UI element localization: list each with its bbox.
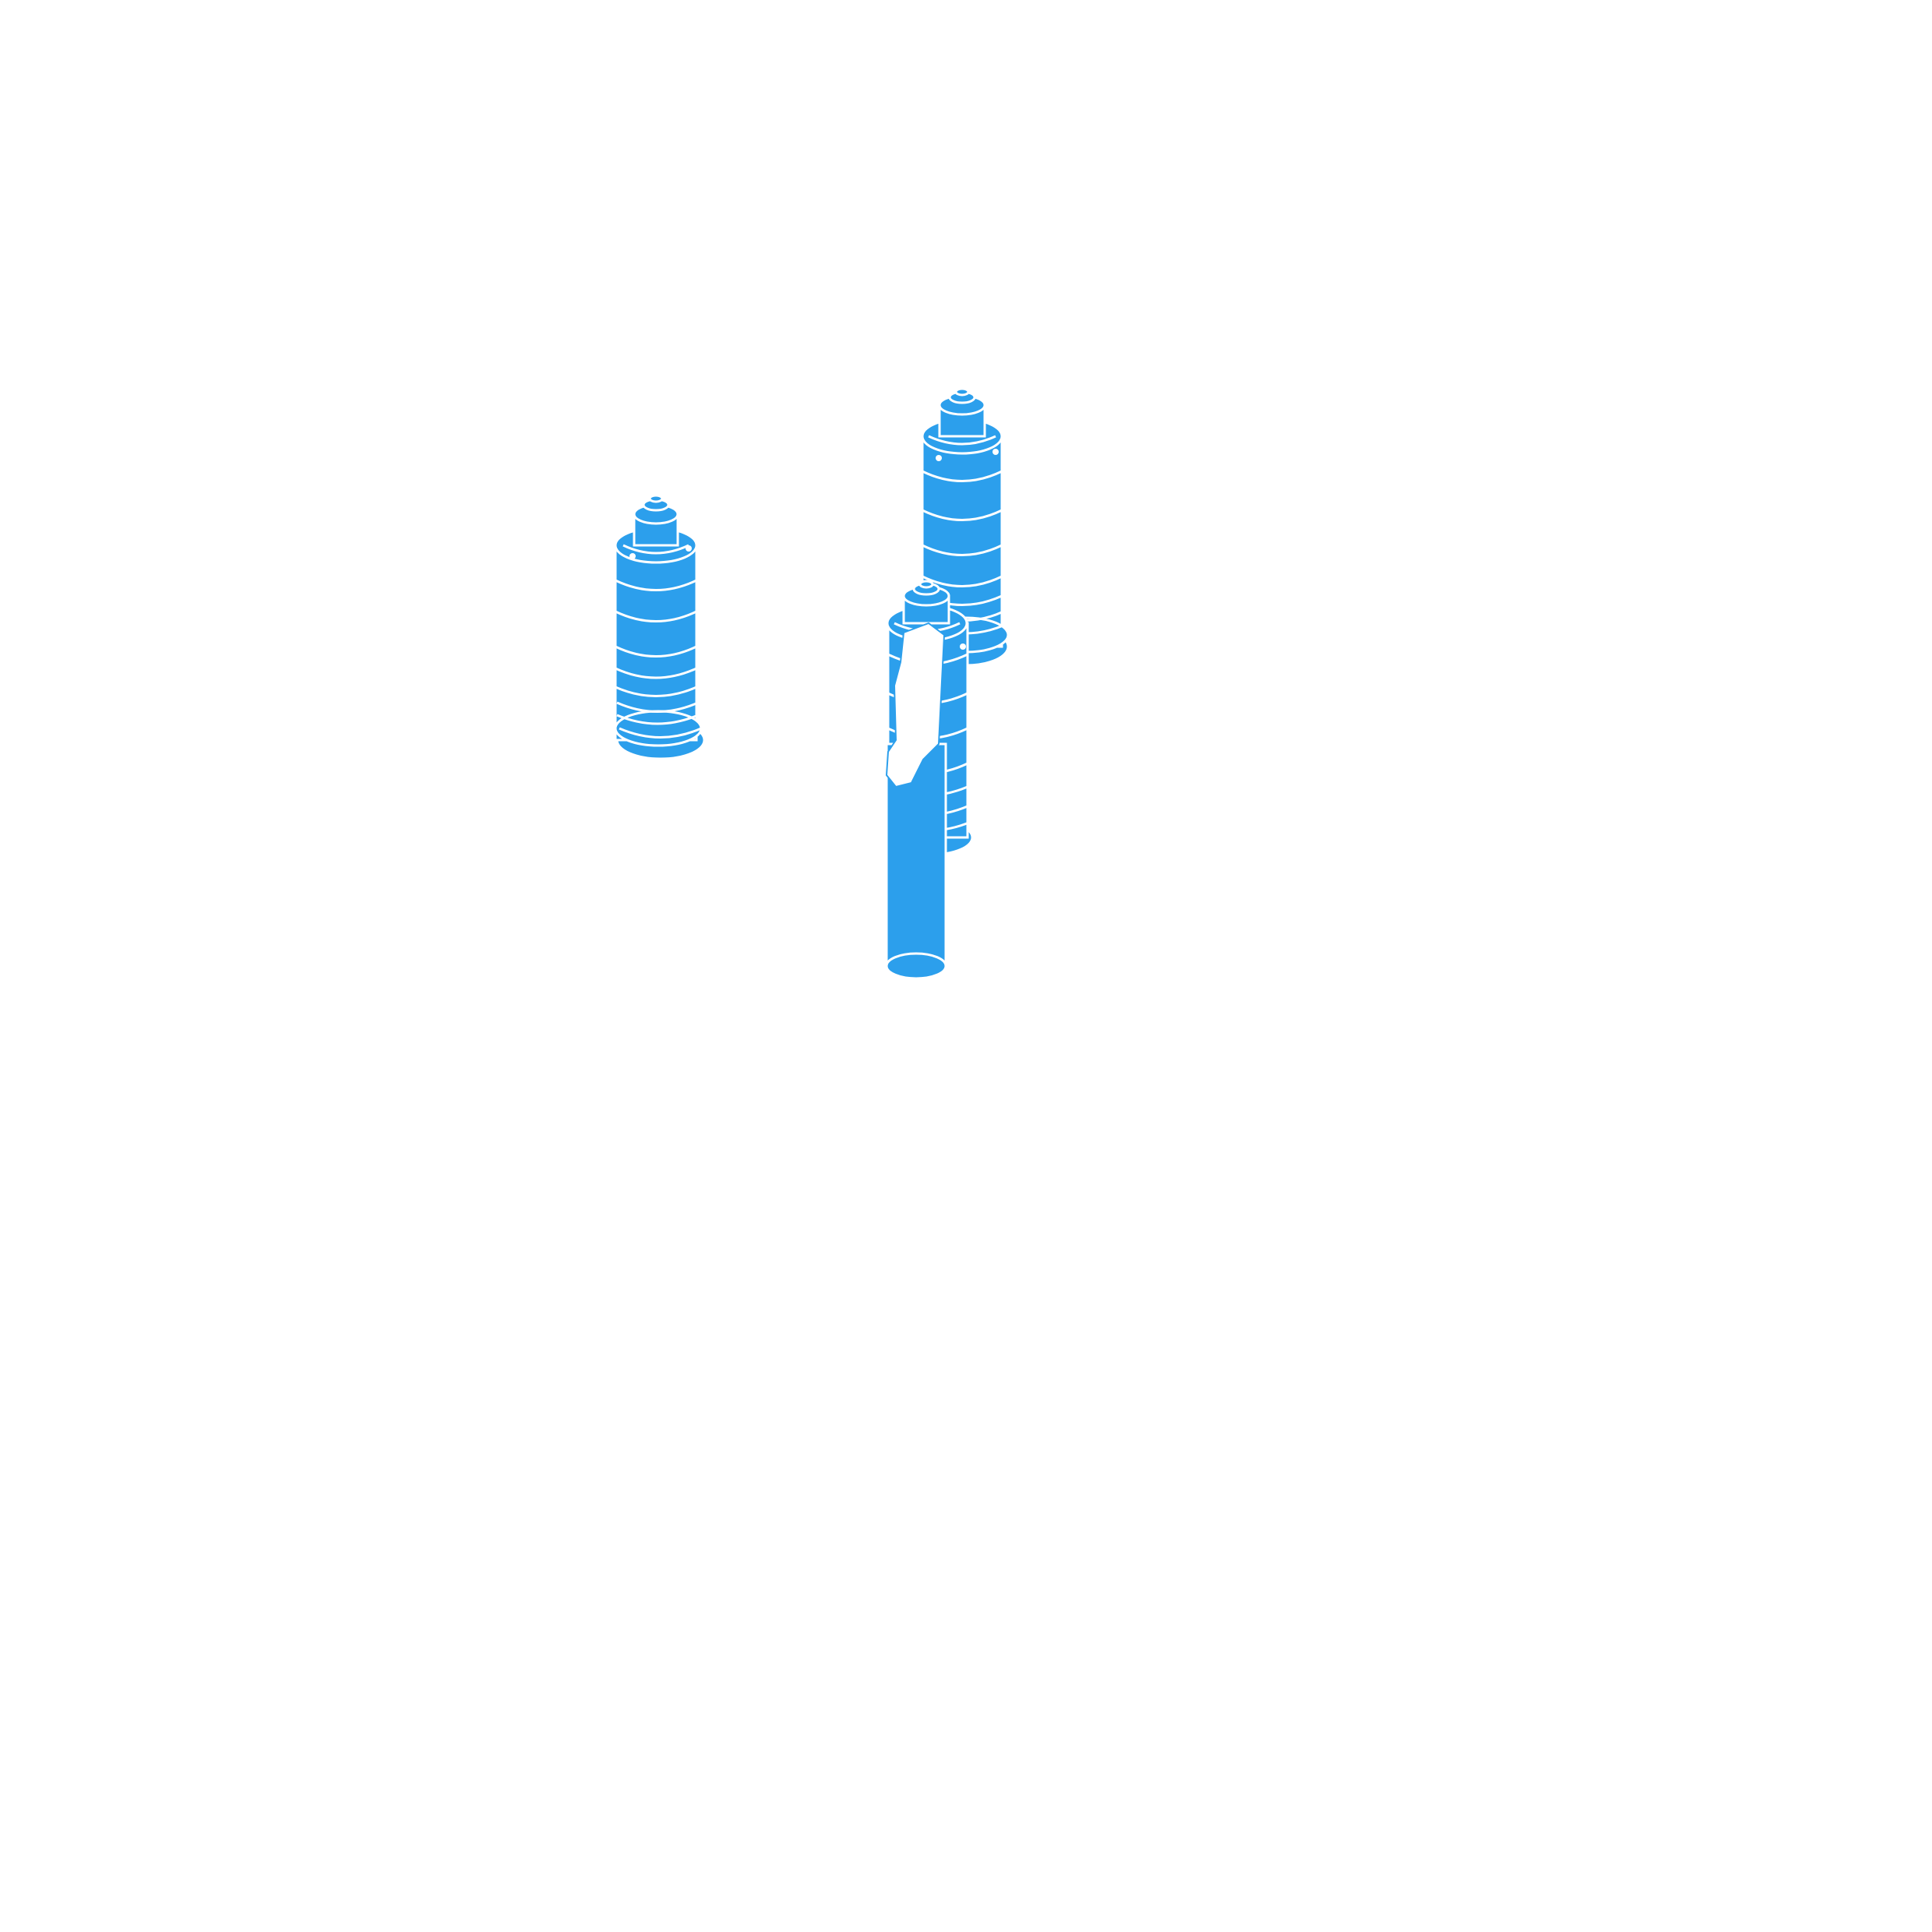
left-cylinder-cap-ring — [622, 544, 689, 555]
left-cylinder-bolt — [686, 545, 692, 552]
front-cylinder-rod-end — [885, 952, 947, 980]
connector-arm — [885, 622, 946, 788]
left-cylinder-bands — [615, 579, 702, 739]
front-cylinder — [885, 580, 974, 980]
front-cylinder-port-inner — [918, 580, 934, 589]
left-cylinder-port-inner — [648, 494, 664, 503]
front-cylinder-bolt — [960, 643, 966, 650]
left-cylinder-bolt — [629, 553, 636, 559]
right-cylinder-bolt — [992, 449, 999, 455]
right-cylinder-port-inner — [954, 387, 970, 397]
right-cylinder-cap-ring — [928, 435, 996, 446]
right-cylinder-bolt — [936, 455, 942, 461]
left-cylinder-base-ring — [614, 710, 703, 747]
left-cylinder — [614, 494, 706, 760]
